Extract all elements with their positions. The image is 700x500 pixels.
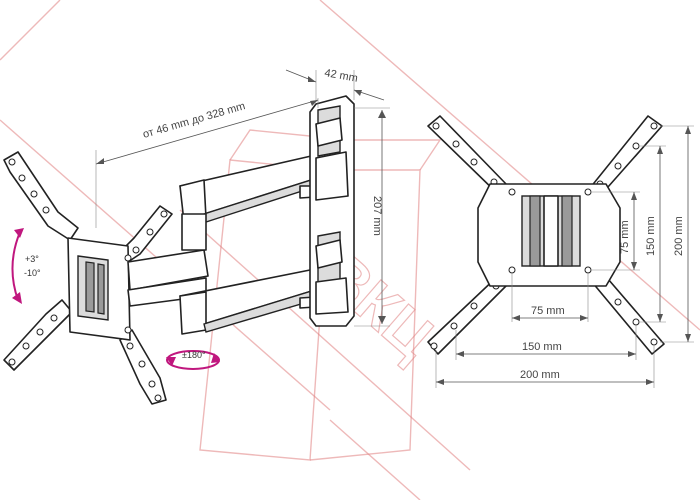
tilt-up-label: +3° [25,254,39,264]
vesa-200-h-label: 200 mm [520,369,560,381]
dimension-depth: 42 mm [285,67,385,101]
dimension-height: 207 mm [354,107,390,327]
dimension-vesa-200-v: 200 mm [660,125,694,343]
vesa-75-v-label: 75 mm [619,220,631,254]
vesa-arm-bottom-left [3,299,73,371]
swivel-label: ±180° [182,350,206,360]
wall-plate-side [309,95,355,327]
vesa-150-v-label: 150 mm [645,216,657,256]
tv-bracket-left [3,151,173,405]
vesa-arm-top-left [3,151,79,241]
dimension-vesa-200-h: 200 mm [435,346,655,388]
dimension-vesa-150-h: 150 mm [455,326,637,360]
vesa-200-v-label: 200 mm [673,216,685,256]
depth-label: 42 mm [323,67,358,85]
vesa-bracket-right [427,115,665,355]
swivel-indicator: ±180° [166,350,220,370]
dimension-vesa-75-h: 75 mm [511,274,589,322]
vesa-75-h-label: 75 mm [531,305,565,317]
height-label: 207 mm [371,196,383,236]
tilt-down-label: -10° [24,268,41,278]
vesa-arm-top-left-right [427,115,509,197]
dimension-vesa-75-v: 75 mm [592,191,640,271]
vesa-arm-bottom-right [119,329,167,405]
vesa-150-h-label: 150 mm [522,341,562,353]
dimension-vesa-150-v: 150 mm [640,145,666,323]
arm-length-label: от 46 mm до 328 mm [142,100,247,141]
articulating-arms [127,153,331,335]
tilt-indicator: +3° -10° [11,228,41,304]
